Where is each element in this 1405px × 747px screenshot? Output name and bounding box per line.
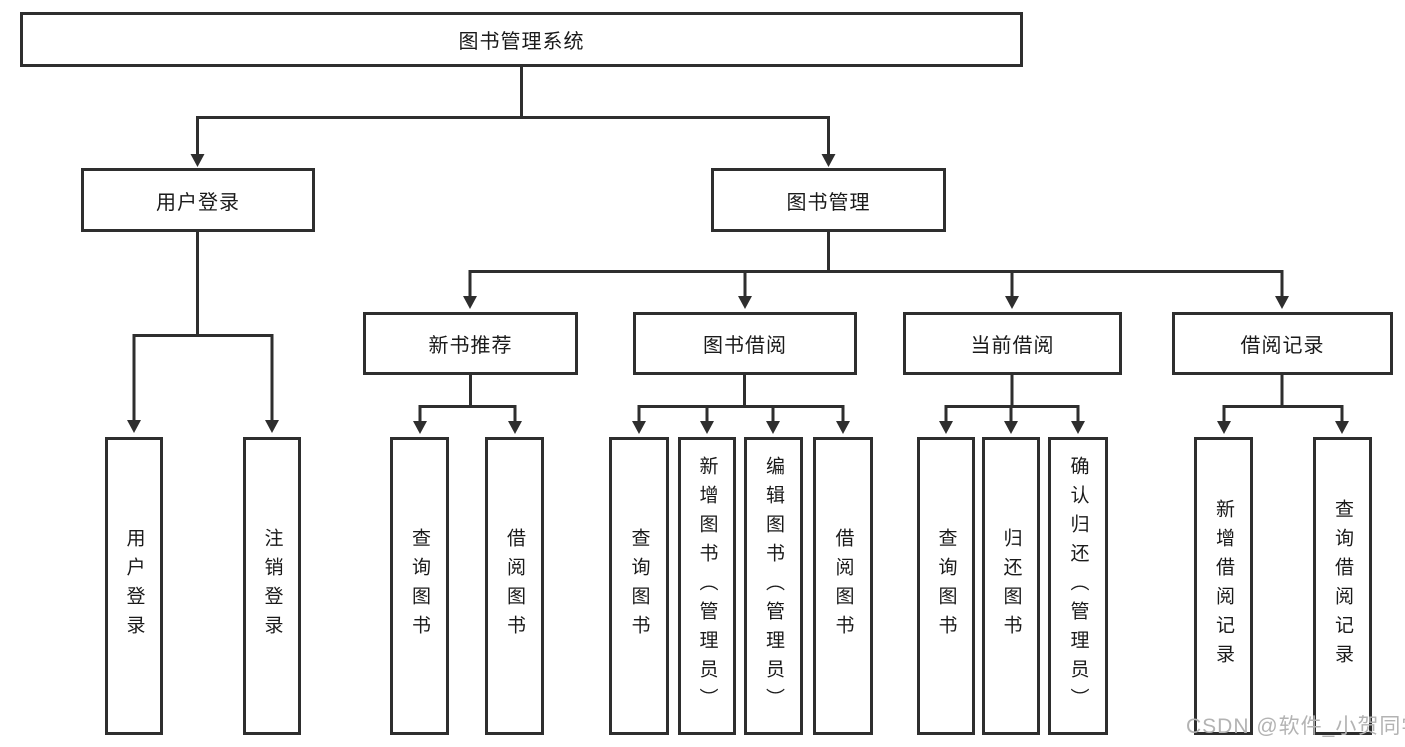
leaf-return-books: 归还图书 <box>982 437 1040 735</box>
leaf-query-borrow-record: 查询借阅记录 <box>1313 437 1372 735</box>
leaf-borrow-books-1: 借阅图书 <box>485 437 544 735</box>
node-user-login: 用户登录 <box>81 168 315 232</box>
connector-new-book-children <box>413 375 522 434</box>
node-borrowing-records: 借阅记录 <box>1172 312 1393 375</box>
node-new-book-recommend: 新书推荐 <box>363 312 578 375</box>
connector-borrow-records-children <box>1217 375 1349 434</box>
node-label: 归还图书 <box>1000 528 1022 644</box>
node-book-management: 图书管理 <box>711 168 946 232</box>
leaf-query-books-1: 查询图书 <box>390 437 449 735</box>
node-label: 借阅图书 <box>504 528 525 644</box>
node-label: 查询图书 <box>409 528 430 644</box>
connector-book-borrow-children <box>632 375 850 434</box>
node-label: 新增图书（管理员） <box>696 455 718 717</box>
node-label: 查询图书 <box>935 528 957 644</box>
connector-current-borrow-children <box>939 375 1085 434</box>
node-label: 用户登录 <box>156 191 240 214</box>
connector-book-management-children <box>463 232 1289 309</box>
node-label: 编辑图书（管理员） <box>763 455 784 717</box>
node-label: 查询借阅记录 <box>1332 499 1353 673</box>
leaf-confirm-return-admin: 确认归还（管理员） <box>1048 437 1108 735</box>
csdn-watermark: CSDN @软件_小贺同学 <box>1186 715 1405 738</box>
node-current-borrowing: 当前借阅 <box>903 312 1122 375</box>
node-book-borrowing: 图书借阅 <box>633 312 857 375</box>
leaf-borrow-books-2: 借阅图书 <box>813 437 873 735</box>
leaf-query-books-3: 查询图书 <box>917 437 975 735</box>
leaf-user-login: 用户登录 <box>105 437 163 735</box>
node-label: 图书借阅 <box>703 335 787 357</box>
node-label: 查询图书 <box>628 528 650 644</box>
connector-user-login-children <box>127 232 279 433</box>
node-label: 新增借阅记录 <box>1213 499 1234 673</box>
node-label: 图书管理系统 <box>458 31 585 53</box>
connector-root-to-level2 <box>190 67 836 167</box>
node-label: 注销登录 <box>261 528 283 644</box>
node-book-management-system: 图书管理系统 <box>20 12 1023 67</box>
node-label: 图书管理 <box>786 191 871 214</box>
node-label: 用户登录 <box>123 528 145 644</box>
node-label: 借阅记录 <box>1240 335 1325 357</box>
leaf-query-books-2: 查询图书 <box>609 437 669 735</box>
leaf-logout: 注销登录 <box>243 437 301 735</box>
node-label: 借阅图书 <box>832 528 854 644</box>
node-label: 当前借阅 <box>970 335 1055 357</box>
leaf-edit-books-admin: 编辑图书（管理员） <box>744 437 803 735</box>
leaf-add-borrow-record: 新增借阅记录 <box>1194 437 1253 735</box>
leaf-add-books-admin: 新增图书（管理员） <box>678 437 736 735</box>
node-label: 确认归还（管理员） <box>1067 455 1089 717</box>
node-label: 新书推荐 <box>428 335 513 357</box>
